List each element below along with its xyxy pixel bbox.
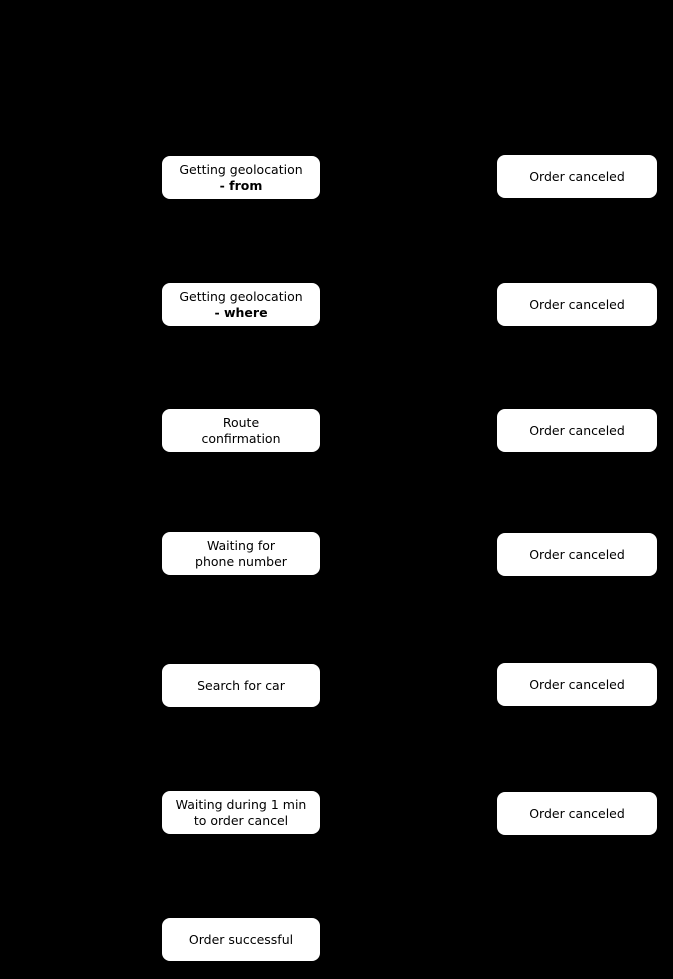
state-label-line: Route: [222, 414, 260, 430]
state-getting-geolocation-from: Getting geolocation - from: [162, 156, 320, 199]
state-label-line: Order canceled: [529, 805, 625, 821]
state-label-line: Getting geolocation: [179, 161, 303, 177]
state-order-canceled-1: Order canceled: [497, 155, 657, 198]
state-order-canceled-4: Order canceled: [497, 533, 657, 576]
state-label-line: Order canceled: [529, 676, 625, 692]
state-label-line: confirmation: [201, 430, 281, 446]
state-route-confirmation: Route confirmation: [162, 409, 320, 452]
state-label-line: - where: [214, 304, 268, 320]
state-label-line: Order canceled: [529, 422, 625, 438]
state-order-successful: Order successful: [162, 918, 320, 961]
state-label-line: Order canceled: [529, 546, 625, 562]
state-waiting-1min-to-order-cancel: Waiting during 1 min to order cancel: [162, 791, 320, 834]
state-label-line: Search for car: [197, 677, 285, 693]
state-label-line: Waiting during 1 min: [175, 796, 307, 812]
state-label-line: Getting geolocation: [179, 288, 303, 304]
state-label-line: Order canceled: [529, 168, 625, 184]
state-label-line: to order cancel: [193, 812, 289, 828]
state-label-line: Waiting for: [206, 537, 276, 553]
state-label-line: Order canceled: [529, 296, 625, 312]
state-label-line: Order successful: [188, 931, 294, 947]
state-label-line: phone number: [195, 553, 287, 569]
state-label-line: - from: [219, 177, 263, 193]
state-getting-geolocation-where: Getting geolocation - where: [162, 283, 320, 326]
state-waiting-for-phone-number: Waiting for phone number: [162, 532, 320, 575]
state-order-canceled-6: Order canceled: [497, 792, 657, 835]
state-search-for-car: Search for car: [162, 664, 320, 707]
state-order-canceled-5: Order canceled: [497, 663, 657, 706]
state-order-canceled-3: Order canceled: [497, 409, 657, 452]
state-order-canceled-2: Order canceled: [497, 283, 657, 326]
